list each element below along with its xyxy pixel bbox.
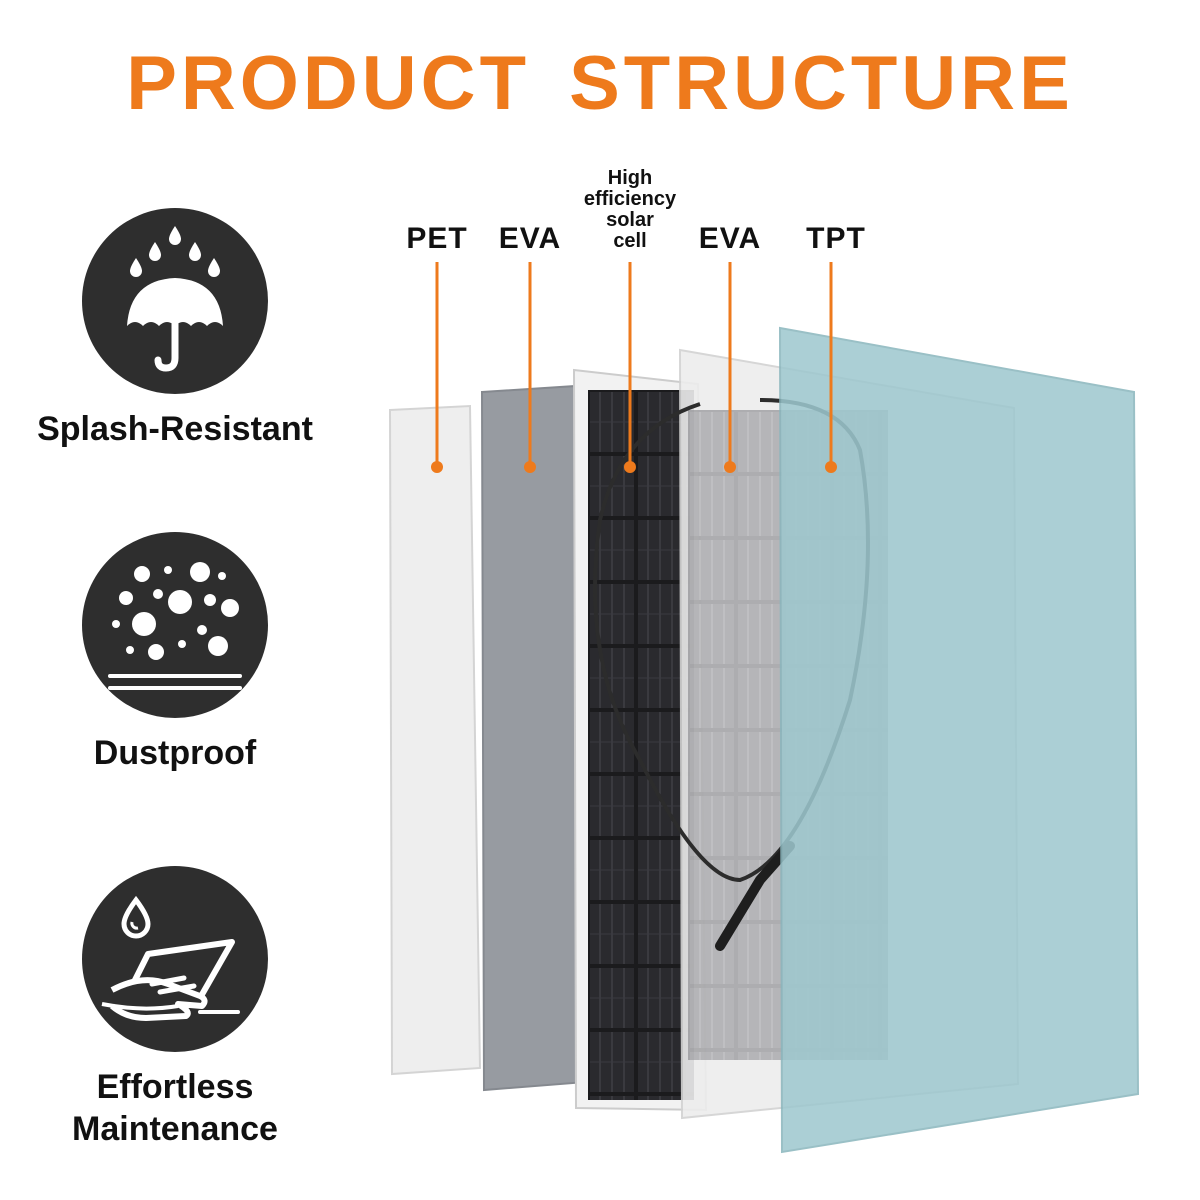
eva-back-label: EVA bbox=[698, 222, 762, 255]
solar-cell-label-line2: efficiency bbox=[583, 188, 677, 210]
solar-cell-label-line3: solar bbox=[606, 209, 654, 231]
feature-label-line2: Maintenance bbox=[72, 1110, 278, 1148]
feature-dustproof: Dustproof bbox=[20, 532, 330, 774]
solar-cell-pointer-dot bbox=[624, 461, 636, 473]
solar-cell-label-line1: High bbox=[607, 167, 653, 189]
solar-cell-panel bbox=[572, 368, 708, 1112]
solar-cell-label: High efficiency solar cell bbox=[570, 168, 690, 252]
feature-label: Dustproof bbox=[93, 734, 257, 772]
eva-front-layer bbox=[480, 384, 588, 1092]
feature-label: Effortless Maintenance bbox=[20, 1066, 330, 1150]
water-drop-hand-wipe-icon bbox=[82, 866, 268, 1052]
page-title: PRODUCT STRUCTURE bbox=[126, 41, 1074, 126]
tpt-pointer-dot bbox=[825, 461, 837, 473]
eva-front-pointer-dot bbox=[524, 461, 536, 473]
tpt-layer bbox=[778, 326, 1140, 1154]
feature-effortless-maintenance: Effortless Maintenance bbox=[20, 866, 330, 1150]
feature-label: Splash-Resistant bbox=[37, 410, 313, 448]
feature-label-line1: Effortless bbox=[96, 1068, 254, 1106]
umbrella-rain-icon bbox=[82, 208, 268, 394]
eva-back-pointer-dot bbox=[724, 461, 736, 473]
solar-cell-label-line4: cell bbox=[613, 230, 647, 252]
dust-particles-icon bbox=[82, 532, 268, 718]
eva-front-label: EVA bbox=[498, 222, 562, 255]
pet-layer bbox=[388, 404, 482, 1076]
cable-connector bbox=[715, 841, 795, 951]
tpt-label: TPT bbox=[806, 222, 866, 255]
feature-splash-resistant: Splash-Resistant bbox=[20, 208, 330, 450]
pet-label: PET bbox=[406, 222, 468, 255]
pet-pointer-dot bbox=[431, 461, 443, 473]
